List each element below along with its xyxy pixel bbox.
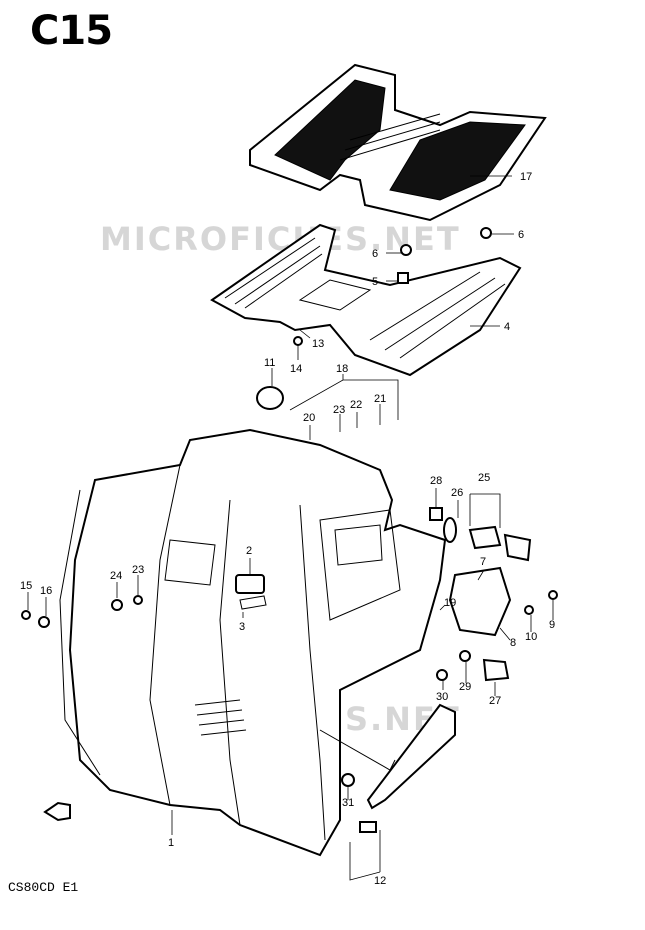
label-2: 2 xyxy=(246,545,252,557)
label-23a: 23 xyxy=(333,404,345,416)
label-22: 22 xyxy=(350,399,362,411)
cap-part-11 xyxy=(256,386,284,410)
label-20: 20 xyxy=(303,412,315,424)
leg-shield-part xyxy=(59,428,447,857)
left-fasteners xyxy=(21,595,143,628)
diagram-title: C15 xyxy=(30,8,113,54)
label-14: 14 xyxy=(290,363,302,375)
label-6a: 6 xyxy=(518,229,524,241)
floor-mat-part xyxy=(249,63,547,222)
label-21: 21 xyxy=(374,393,386,405)
label-16: 16 xyxy=(40,585,52,597)
label-7: 7 xyxy=(480,556,486,568)
label-6b: 6 xyxy=(372,248,378,260)
label-31: 31 xyxy=(342,797,354,809)
label-10: 10 xyxy=(525,631,537,643)
side-rail-part xyxy=(319,703,456,833)
label-17: 17 xyxy=(520,171,532,183)
leader-lines xyxy=(27,175,554,881)
label-9: 9 xyxy=(549,619,555,631)
label-8: 8 xyxy=(510,637,516,649)
label-15: 15 xyxy=(20,580,32,592)
label-23b: 23 xyxy=(132,564,144,576)
label-30: 30 xyxy=(436,691,448,703)
label-5: 5 xyxy=(372,276,378,288)
label-13: 13 xyxy=(312,338,324,350)
label-1: 1 xyxy=(168,837,174,849)
label-27: 27 xyxy=(489,695,501,707)
watermark-top: MICROFICHES.NET xyxy=(100,220,461,258)
label-26: 26 xyxy=(451,487,463,499)
label-28: 28 xyxy=(430,475,442,487)
label-24: 24 xyxy=(110,570,122,582)
model-code: CS80CD E1 xyxy=(8,880,79,895)
label-18: 18 xyxy=(336,363,348,375)
label-29: 29 xyxy=(459,681,471,693)
label-11: 11 xyxy=(264,357,275,369)
front-arrow-icon xyxy=(43,801,71,822)
side-clip-parts xyxy=(429,507,558,682)
floor-plate-part xyxy=(210,223,522,377)
label-4: 4 xyxy=(504,321,510,333)
label-19: 19 xyxy=(444,597,456,609)
label-25: 25 xyxy=(478,472,490,484)
part-number-labels: 17 6 6 5 4 13 14 11 18 20 23 22 21 2 3 2… xyxy=(20,171,555,887)
label-3: 3 xyxy=(239,621,245,633)
label-12: 12 xyxy=(374,875,386,887)
